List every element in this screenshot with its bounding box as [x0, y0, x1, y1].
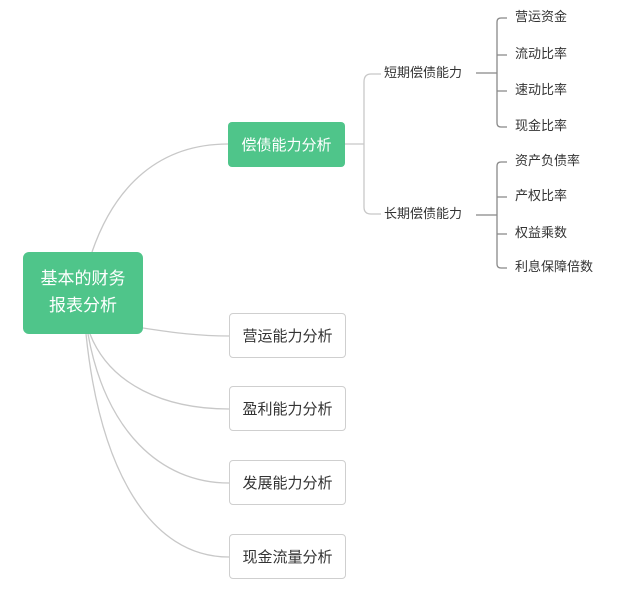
leaf-current-ratio[interactable]: 流动比率 [515, 47, 568, 62]
branch-cashflow[interactable]: 现金流量分析 [229, 534, 346, 579]
leaf-debt-asset-ratio[interactable]: 资产负债率 [515, 154, 581, 169]
branch-growth-label: 发展能力分析 [242, 474, 333, 492]
branch-profitability[interactable]: 盈利能力分析 [229, 386, 346, 431]
bracket-short-term [476, 17, 507, 128]
branch-profitability-label: 盈利能力分析 [242, 400, 333, 418]
long-term-solvency-node[interactable]: 长期偿债能力 [384, 207, 463, 222]
branch-operating-label: 营运能力分析 [242, 327, 333, 345]
branch-solvency[interactable]: 偿债能力分析 [228, 122, 345, 167]
leaf-working-capital[interactable]: 营运资金 [515, 10, 568, 25]
branch-growth[interactable]: 发展能力分析 [229, 460, 346, 505]
leaf-quick-ratio[interactable]: 速动比率 [515, 83, 568, 98]
leaf-equity-ratio[interactable]: 产权比率 [515, 189, 568, 204]
short-term-solvency-node[interactable]: 短期偿债能力 [384, 66, 463, 81]
link-root-solvency [91, 143, 229, 253]
leaf-interest-coverage[interactable]: 利息保障倍数 [515, 260, 594, 275]
bracket-long-term [476, 161, 507, 269]
root-label-line2: 报表分析 [49, 296, 117, 316]
branch-operating[interactable]: 营运能力分析 [229, 313, 346, 358]
branch-solvency-label: 偿债能力分析 [241, 136, 332, 154]
root-label-line1: 基本的财务 [40, 269, 126, 289]
link-root-growth [87, 333, 230, 484]
link-root-cashflow [85, 333, 230, 558]
leaf-cash-ratio[interactable]: 现金比率 [515, 119, 568, 134]
link-solvency-stems [345, 73, 381, 215]
leaf-equity-multiplier[interactable]: 权益乘数 [515, 226, 568, 241]
branch-cashflow-label: 现金流量分析 [242, 548, 333, 566]
link-root-operating [142, 327, 230, 337]
root-node[interactable]: 基本的财务 报表分析 [23, 252, 143, 334]
link-root-profit [89, 333, 230, 410]
